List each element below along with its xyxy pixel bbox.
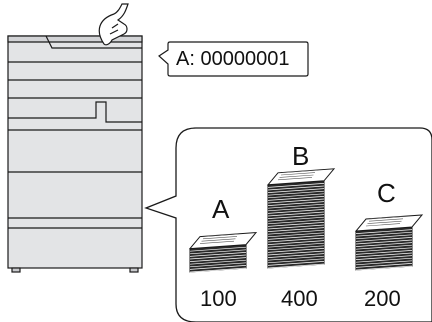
sheet-edge bbox=[355, 244, 413, 250]
sheet-edge bbox=[267, 214, 325, 219]
sheet-edge bbox=[267, 242, 325, 248]
sheet-text-line bbox=[199, 240, 235, 244]
stack-top-sheet bbox=[188, 232, 258, 250]
stack-count-a: 100 bbox=[200, 286, 237, 311]
sheet-edge bbox=[267, 196, 325, 201]
stack-count-b: 400 bbox=[281, 286, 318, 311]
sheet-edge bbox=[189, 249, 247, 255]
counter-callout bbox=[158, 41, 309, 77]
sheet-edge bbox=[267, 188, 325, 193]
sheet-edge bbox=[267, 232, 325, 238]
stack-letter-c: C bbox=[377, 178, 396, 208]
paper-stacks bbox=[188, 168, 424, 273]
sheet-edge bbox=[355, 242, 413, 247]
sheet-edge bbox=[355, 263, 413, 268]
sheet-edge bbox=[267, 240, 325, 245]
sheet-edge bbox=[355, 257, 413, 263]
sheet-edge bbox=[267, 222, 325, 227]
sheet-edge bbox=[355, 231, 413, 237]
stack-letter-b: B bbox=[292, 141, 310, 171]
sheet-edge bbox=[267, 209, 325, 214]
sheet-text-line bbox=[279, 174, 314, 178]
sheet-edge bbox=[355, 237, 413, 242]
sheet-edge bbox=[355, 260, 413, 266]
sheet-edge bbox=[267, 216, 325, 222]
sheet-edge bbox=[355, 234, 413, 240]
sheet-edge bbox=[189, 246, 247, 252]
paper-stack-c bbox=[354, 214, 424, 271]
stack-top-sheet bbox=[354, 214, 424, 232]
sheet-text-line bbox=[277, 177, 313, 181]
stack-count-c: 200 bbox=[364, 286, 401, 311]
sheet-edge bbox=[267, 219, 325, 225]
sheet-edge bbox=[355, 229, 413, 234]
sheet-text-line bbox=[365, 223, 401, 227]
sheet-edge bbox=[267, 229, 325, 235]
sheet-edge bbox=[355, 239, 413, 245]
sheet-text-line bbox=[367, 220, 402, 224]
sheet-text-line bbox=[368, 218, 404, 222]
sheet-edge bbox=[267, 235, 325, 240]
hand-icon bbox=[98, 3, 129, 46]
sheet-edge bbox=[189, 252, 247, 257]
sheet-edge bbox=[355, 255, 413, 260]
sheet-edge bbox=[267, 193, 325, 199]
sheet-edge bbox=[189, 262, 247, 268]
sheet-edge bbox=[267, 250, 325, 256]
sheet-text-line bbox=[204, 233, 239, 237]
printer-top bbox=[7, 35, 143, 43]
printer-foot bbox=[129, 267, 139, 273]
sheet-edge bbox=[267, 183, 325, 188]
sheet-edge bbox=[355, 247, 413, 253]
sheet-edge bbox=[355, 265, 413, 271]
sheet-text-line bbox=[280, 172, 316, 176]
sheet-edge bbox=[267, 237, 325, 243]
sheet-edge bbox=[267, 201, 325, 206]
sheet-text-line bbox=[282, 169, 317, 173]
sheet-edge bbox=[267, 198, 325, 204]
sheet-text-line bbox=[201, 238, 236, 242]
stack-top-sheet bbox=[266, 168, 336, 186]
counter-label: A: 00000001 bbox=[176, 48, 290, 70]
printer-body bbox=[7, 35, 143, 269]
printer-foot bbox=[11, 267, 21, 273]
sheet-edge bbox=[355, 250, 413, 255]
stack-letter-a: A bbox=[212, 194, 230, 224]
sheet-edge bbox=[267, 190, 325, 196]
printer bbox=[7, 35, 143, 273]
sheet-edge bbox=[267, 261, 325, 266]
sheet-edge bbox=[189, 257, 247, 262]
sheet-edge bbox=[267, 245, 325, 251]
sheet-edge bbox=[267, 224, 325, 230]
sheet-edge bbox=[267, 255, 325, 261]
sheet-edge bbox=[267, 203, 325, 209]
document-feeder bbox=[45, 35, 142, 49]
sheet-edge bbox=[267, 263, 325, 269]
sheet-edge bbox=[267, 206, 325, 212]
sheet-edge bbox=[355, 252, 413, 258]
sheet-edge bbox=[267, 253, 325, 258]
sheet-edge bbox=[189, 267, 247, 273]
sheet-edge bbox=[189, 259, 247, 265]
sheet-edge bbox=[267, 185, 325, 191]
paper-stack-a bbox=[188, 232, 258, 273]
sheet-edge bbox=[267, 227, 325, 232]
paper-stack-b bbox=[266, 168, 336, 269]
sheet-edge bbox=[267, 258, 325, 264]
sheet-text-line bbox=[202, 236, 238, 240]
sheet-edge bbox=[189, 254, 247, 260]
sheet-edge bbox=[267, 248, 325, 253]
sheet-edge bbox=[189, 265, 247, 270]
output-tray bbox=[8, 101, 142, 123]
sheet-text-line bbox=[370, 216, 405, 220]
sheet-edge bbox=[267, 211, 325, 217]
